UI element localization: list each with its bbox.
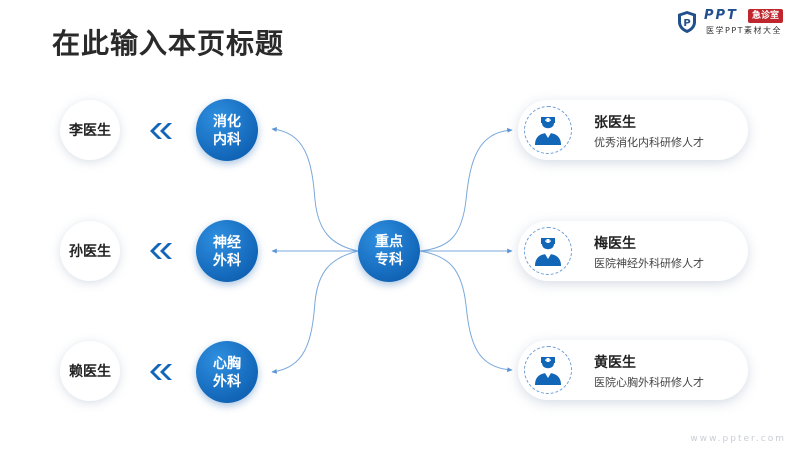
connector-center-to-digestive (271, 127, 359, 252)
doctor-card-3: 黄医生 医院心胸外科研修人才 (518, 340, 748, 400)
department-node-3: 心胸 外科 (196, 341, 258, 403)
double-chevron-left-icon (150, 364, 172, 380)
doctor-avatar-icon (535, 357, 561, 385)
avatar (524, 106, 572, 154)
watermark: www.ppter.com (690, 434, 786, 444)
connector-center-to-card-1 (419, 127, 513, 252)
card-description: 优秀消化内科研修人才 (594, 136, 704, 149)
doctor-node-2: 孙医生 (60, 221, 120, 281)
page-title: 在此输入本页标题 (52, 27, 285, 60)
doctor-card-2: 梅医生 医院神经外科研修人才 (518, 221, 748, 281)
card-name: 张医生 (594, 115, 636, 131)
connector-center-to-cardio (271, 250, 359, 374)
logo-badge: 急诊室 (748, 9, 784, 23)
card-description: 医院心胸外科研修人才 (594, 376, 704, 389)
center-node: 重点 专科 (358, 220, 420, 282)
logo-brand-text: PPT (704, 8, 738, 23)
card-name: 梅医生 (594, 236, 636, 252)
connector-center-to-card-3 (419, 250, 513, 373)
card-description: 医院神经外科研修人才 (594, 257, 704, 270)
doctor-card-1: 张医生 优秀消化内科研修人才 (518, 100, 748, 160)
doctor-node-3: 赖医生 (60, 341, 120, 401)
double-chevron-left-icon (150, 243, 172, 259)
svg-text:P: P (683, 18, 690, 29)
doctor-avatar-icon (535, 117, 561, 145)
logo-subtitle: 医学PPT素材大全 (706, 26, 783, 35)
doctor-node-1: 李医生 (60, 100, 120, 160)
shield-logo-icon: P (678, 11, 696, 33)
avatar (524, 346, 572, 394)
double-chevron-left-icon (150, 123, 172, 139)
avatar (524, 227, 572, 275)
department-node-2: 神经 外科 (196, 220, 258, 282)
brand-logo: P PPT 急诊室 医学PPT素材大全 (676, 8, 792, 38)
card-name: 黄医生 (594, 355, 636, 371)
department-node-1: 消化 内科 (196, 99, 258, 161)
doctor-avatar-icon (535, 238, 561, 266)
